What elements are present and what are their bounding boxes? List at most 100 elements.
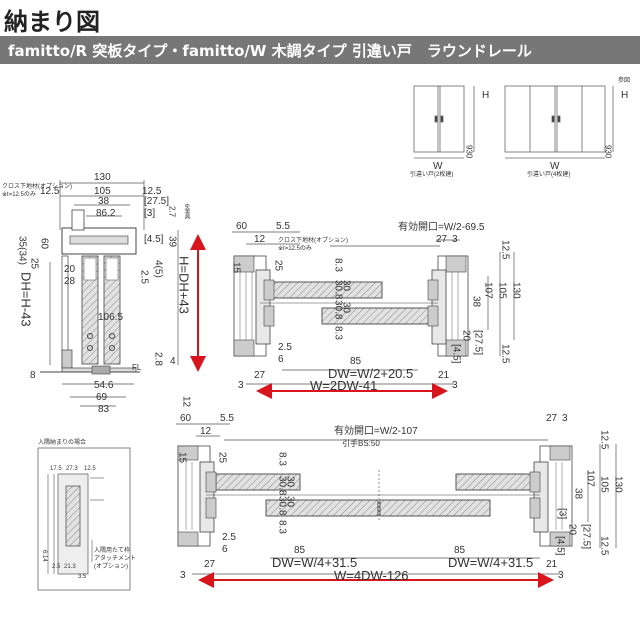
ref2-caption: 引違い戸(2枚建): [410, 170, 453, 178]
ref2-h: H: [482, 90, 489, 101]
section-dim-39: 39: [167, 236, 178, 248]
plan4-dim-4-5: [4.5]: [555, 536, 566, 556]
plan2-dim-105: 105: [497, 282, 508, 299]
plan4-dim-60: 60: [180, 413, 192, 424]
section-dim-83: 83: [98, 404, 110, 415]
section-dim-25: 25: [29, 258, 40, 270]
plan4-dim-5-5: 5.5: [220, 413, 234, 424]
section-dh-formula: DH=H-43: [19, 272, 34, 327]
plan2-dim-4-5: [4.5]: [451, 344, 462, 364]
plan4-dw-a: DW=W/4+31.5: [272, 555, 357, 570]
inset-dim-6-14: 6.14: [41, 550, 47, 562]
section-dim-12-5b: 12.5: [142, 186, 162, 197]
section-dim-8: 8: [30, 370, 36, 381]
section-h-formula: H=DH+43: [177, 256, 192, 314]
section-dim-2-5: 2.5: [139, 270, 150, 284]
plan2-dim-21: 21: [438, 370, 450, 381]
plan2-dim-38: 38: [471, 296, 482, 308]
inset-note-2: アタッチメント: [94, 554, 136, 562]
plan4-dim-3: [3]: [557, 508, 568, 519]
plan4-dim-15: 15: [177, 452, 188, 464]
plan4-w-formula: W=4DW-126: [334, 568, 409, 583]
section-dim-35-34: 35(34): [17, 236, 28, 265]
plan-four-leaf: 60 5.5 12 有効開口=W/2-107 引手BS:50 27 3 12.5…: [176, 413, 624, 588]
vertical-section: クロス下地材(オプション) ※t=12.5のみ 130 12.5 105 12.…: [2, 172, 206, 415]
inset-dim-17-5: 17.5: [50, 466, 62, 472]
inset-corner-detail: 入隅納まりの場合 17.5 27.3 12.5 6.14 2.5 21.3 3.…: [37, 438, 136, 591]
plan2-dim-27-5: [27.5]: [473, 330, 484, 355]
plan4-door-4: [455, 473, 535, 491]
plan2-dim-107: 107: [483, 282, 494, 299]
plan2-dw-formula: DW=W/2+20.5: [328, 366, 413, 381]
plan4-dw-b: DW=W/4+31.5: [448, 555, 533, 570]
plan2-cross-label: クロス下地材(オプション): [278, 236, 348, 244]
ref2-930: 930: [465, 145, 474, 159]
section-cross-label: クロス下地材(オプション): [2, 182, 72, 190]
section-dim-4: 4: [170, 356, 176, 367]
inset-title: 入隅納まりの場合: [38, 438, 86, 446]
reference-label: 参図: [618, 76, 630, 84]
plan4-dim-3a: 3: [180, 570, 186, 581]
plan4-dim-3-top: 3: [562, 413, 568, 424]
section-dim-130: 130: [94, 172, 111, 183]
product-banner: famitto/R 突板タイプ・famitto/W 木調タイプ 引違い戸 ラウン…: [0, 36, 640, 64]
section-door-b: [103, 255, 121, 365]
plan4-door-2: [265, 499, 379, 517]
plan2-dim-20: 20: [461, 330, 472, 342]
section-dim-2-7: 2.7: [168, 206, 177, 218]
plan2-dim-3b: 3: [452, 380, 458, 391]
plan4-dim-30-8b: 30.8: [277, 496, 288, 516]
section-fl: FL: [132, 363, 142, 372]
ref4-caption: 引違い戸(4枚建): [527, 170, 570, 178]
section-dim-38: 38: [98, 196, 110, 207]
section-dim-60: 60: [39, 238, 50, 250]
section-dim-54-6: 54.6: [94, 380, 114, 391]
inset-dim-12-5: 12.5: [84, 466, 96, 472]
plan4-dim-27-5: [27.5]: [581, 524, 592, 549]
section-cross-note: ※t=12.5のみ: [2, 191, 36, 198]
plan2-dim-12-5b: 12.5: [500, 344, 511, 364]
section-dim-12: 12: [181, 396, 192, 408]
plan2-dim-12-5: 12.5: [500, 240, 511, 260]
plan4-dim-107: 107: [585, 470, 596, 487]
plan2-dim-15: 15: [231, 262, 242, 274]
plan4-dim-6: 6: [222, 544, 228, 555]
plan4-dim-27: 27: [546, 413, 558, 424]
plan4-dim-30a: 30: [285, 476, 296, 488]
plan2-dim-3a: 3: [238, 380, 244, 391]
inset-note-1: 入隅用たて枠: [94, 546, 130, 554]
plan2-dim-8-3b: 8.3: [333, 326, 344, 340]
plan4-dim-38: 38: [573, 488, 584, 500]
plan2-dim-27: 27: [436, 234, 448, 245]
inset-dim-27-3: 27.3: [66, 466, 78, 472]
plan2-dim-30a: 30: [341, 280, 352, 292]
reference-drawings: 参図 W H 930 引違い戸(2枚建) W H 930 引違い戸(4枚建): [410, 76, 630, 178]
plan2-dim-8-3a: 8.3: [333, 258, 344, 272]
plan2-dim-30-8b: 30.8: [333, 300, 344, 320]
plan2-opening: 有効開口=W/2-69.5: [398, 220, 485, 233]
section-dim-12-5a: 12.5: [40, 186, 60, 197]
plan4-dim-12: 12: [200, 426, 212, 437]
plan4-dim-2-5: 2.5: [222, 532, 236, 543]
plan4-dim-30b: 30: [285, 496, 296, 508]
plan-two-leaf: 60 5.5 12 クロス下地材(オプション) ※t=12.5のみ 有効開口=W…: [231, 220, 522, 399]
plan2-w-formula: W=2DW-41: [310, 378, 377, 393]
plan4-dim-21: 21: [546, 559, 558, 570]
banner-text: famitto/R 突板タイプ・famitto/W 木調タイプ 引違い戸 ラウン…: [8, 42, 532, 60]
plan4-dim-25: 25: [217, 452, 228, 464]
inset-note-3: (オプション): [94, 563, 128, 570]
plan4-door-3: [379, 499, 491, 517]
plan4-dim-12-5b: 12.5: [599, 536, 610, 556]
plan2-dim-30-8a: 30.8: [333, 280, 344, 300]
plan4-dim-8-3b: 8.3: [277, 520, 288, 534]
ref2-w: W: [433, 161, 443, 172]
plan2-dim-27b: 27: [254, 370, 266, 381]
ref4-h: H: [621, 90, 628, 101]
plan4-dim-20: 20: [567, 524, 578, 536]
plan4-dim-85b: 85: [454, 545, 466, 556]
plan2-dim-25: 25: [273, 260, 284, 272]
plan2-dim-6: 6: [278, 354, 284, 365]
section-dim-28: 28: [64, 276, 76, 287]
plan2-dim-12: 12: [254, 234, 266, 245]
